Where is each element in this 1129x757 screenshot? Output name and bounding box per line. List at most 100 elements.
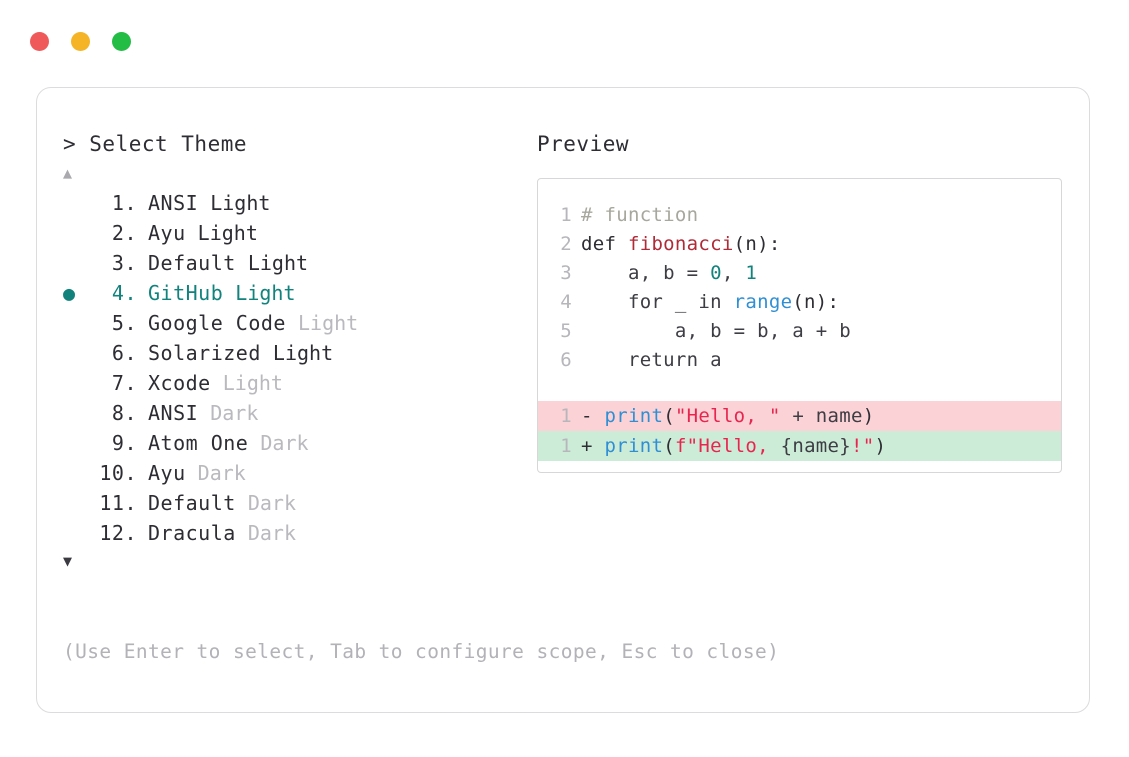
theme-item-name: GitHub: [148, 281, 224, 305]
theme-item-number: 9.: [111, 431, 137, 455]
diff-line-add: 1+ print(f"Hello, {name}!"): [538, 431, 1061, 461]
theme-item-variant: Light: [198, 191, 271, 215]
bullet-placeholder: [63, 458, 91, 488]
code-token: 1: [745, 262, 758, 284]
theme-list-item[interactable]: 2.Ayu Light: [63, 218, 533, 248]
theme-item-name: ANSI: [148, 191, 199, 215]
code-line: 4 for _ in range(n):: [538, 288, 1061, 317]
code-token: {name}: [780, 435, 852, 457]
theme-item-variant: Light: [185, 221, 258, 245]
diff-line-content: - print("Hello, " + name): [572, 401, 875, 431]
theme-item-number: 6.: [111, 341, 137, 365]
theme-item-variant: Light: [260, 341, 334, 365]
bullet-placeholder: [63, 488, 91, 518]
theme-list-item[interactable]: 8. ANSI Dark: [63, 398, 533, 428]
code-token: (: [663, 435, 675, 457]
code-token: ): [862, 405, 875, 427]
line-number: 5: [560, 320, 572, 342]
code-line: 5 a, b = b, a + b: [538, 317, 1061, 346]
theme-list-item[interactable]: 6. Solarized Light: [63, 338, 533, 368]
theme-item-name: Default: [148, 251, 236, 275]
theme-list-item[interactable]: 11. Default Dark: [63, 488, 533, 518]
theme-item-number: 1.: [111, 191, 137, 215]
scroll-up-icon[interactable]: ▲: [63, 164, 73, 182]
line-number: 1: [560, 405, 572, 427]
minimize-window-dot[interactable]: [71, 32, 90, 51]
code-token: print: [604, 435, 664, 457]
preview-label: Preview: [537, 132, 630, 156]
code-token: for _ in: [581, 291, 734, 313]
bullet-placeholder: [63, 338, 91, 368]
theme-list-item[interactable]: 12.Dracula Dark: [63, 518, 533, 548]
theme-item-name: Default: [148, 491, 236, 515]
diff-block: 1- print("Hello, " + name)1+ print(f"Hel…: [538, 401, 1061, 461]
theme-item-number: 5.: [111, 311, 137, 335]
theme-item-number: 8.: [111, 401, 137, 425]
theme-list-item[interactable]: 5. Google Code Light: [63, 308, 533, 338]
theme-item-variant: Dark: [198, 401, 259, 425]
theme-item-name: Ayu: [148, 221, 186, 245]
code-token: range: [733, 291, 793, 313]
maximize-window-dot[interactable]: [112, 32, 131, 51]
code-line-content: for _ in range(n):: [572, 288, 839, 317]
theme-list-item[interactable]: 9.Atom One Dark: [63, 428, 533, 458]
code-line: 3 a, b = 0, 1: [538, 259, 1061, 288]
theme-list-item[interactable]: 1. ANSI Light: [63, 188, 533, 218]
code-token: (: [663, 405, 675, 427]
theme-list-item[interactable]: 7.Xcode Light: [63, 368, 533, 398]
theme-list: 1. ANSI Light 2.Ayu Light 3.Default Light…: [63, 188, 533, 548]
theme-list-item[interactable]: 10.Ayu Dark: [63, 458, 533, 488]
diff-line-del: 1- print("Hello, " + name): [538, 401, 1061, 431]
theme-item-number: 4.: [111, 281, 137, 305]
bullet-placeholder: [63, 398, 91, 428]
code-line-content: a, b = 0, 1: [572, 259, 757, 288]
line-number: 3: [560, 262, 572, 284]
line-number: 6: [560, 349, 572, 371]
code-token: # function: [581, 204, 699, 226]
line-number: 4: [560, 291, 572, 313]
bullet-placeholder: [63, 428, 91, 458]
code-line-content: def fibonacci(n):: [572, 230, 781, 259]
code-token: f"Hello,: [674, 435, 781, 457]
theme-item-name: Atom One: [148, 431, 249, 455]
code-line-content: a, b = b, a + b: [572, 317, 851, 346]
close-window-dot[interactable]: [30, 32, 49, 51]
window-titlebar: [30, 32, 131, 51]
code-token: + name: [780, 405, 863, 427]
code-token: a, b = b, a + b: [581, 320, 851, 342]
theme-item-name: Xcode: [148, 371, 211, 395]
theme-item-name: Solarized: [148, 341, 261, 365]
code-token: return a: [581, 349, 722, 371]
theme-item-number: 10.: [99, 461, 137, 485]
theme-item-name: ANSI: [148, 401, 199, 425]
code-token: fibonacci: [627, 233, 734, 255]
theme-item-variant: Dark: [235, 521, 297, 545]
theme-picker-card: > Select Theme ▲ 1.ANSI Light 2.Ayu Ligh…: [36, 87, 1090, 713]
scroll-down-icon[interactable]: ▼: [63, 552, 73, 570]
theme-item-variant: Dark: [185, 461, 246, 485]
line-number: 1: [560, 204, 572, 226]
theme-item-variant: Light: [223, 281, 296, 305]
theme-list-item[interactable]: ● 4. GitHub Light: [63, 278, 533, 308]
bullet-placeholder: [63, 368, 91, 398]
code-token: ): [874, 435, 887, 457]
theme-item-number: 12.: [99, 521, 137, 545]
code-token: !": [851, 435, 875, 457]
line-number: 2: [560, 233, 572, 255]
theme-item-variant: Light: [285, 311, 359, 335]
theme-item-number: 11.: [99, 491, 137, 515]
code-token: 0: [710, 262, 722, 284]
theme-list-item[interactable]: 3.Default Light: [63, 248, 533, 278]
diff-line-content: + print(f"Hello, {name}!"): [572, 431, 886, 461]
code-line: 6 return a: [538, 346, 1061, 375]
diff-sign: +: [581, 435, 605, 457]
code-line-content: # function: [572, 201, 698, 230]
diff-sign: -: [581, 405, 605, 427]
code-token: def: [581, 233, 628, 255]
theme-item-variant: Light: [235, 251, 309, 275]
theme-item-variant: Dark: [235, 491, 297, 515]
theme-item-name: Google Code: [148, 311, 286, 335]
selected-bullet-icon: ●: [63, 281, 76, 305]
